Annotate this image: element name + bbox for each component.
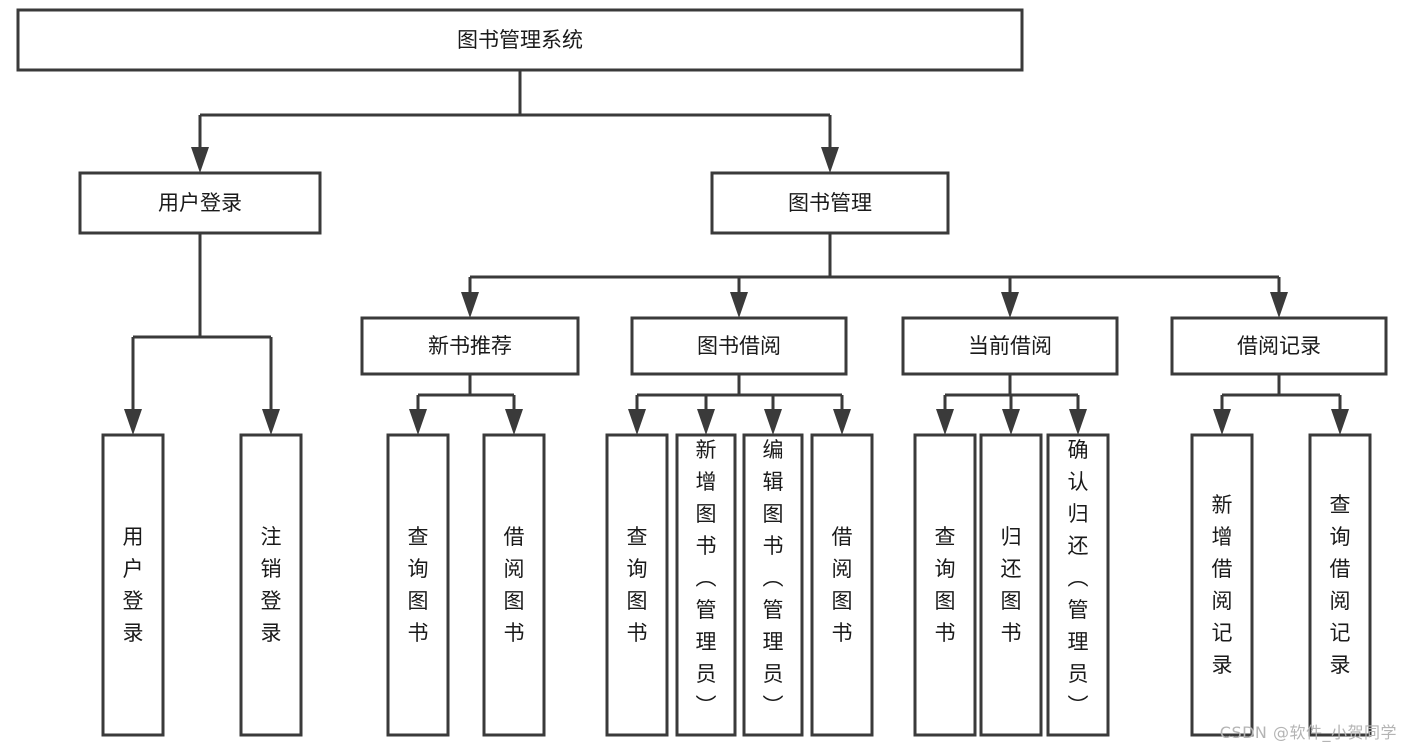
connector-group-borrow-record (1213, 374, 1349, 435)
node-leaf-logout-login[interactable]: 注销登录 (239, 433, 303, 737)
node-label-leaf-query-book-2: 查询图书 (627, 525, 648, 645)
node-borrow-record[interactable]: 借阅记录 (1170, 316, 1388, 376)
node-box-leaf-edit-book-admin[interactable] (742, 433, 804, 737)
edges-layer (124, 70, 1349, 435)
node-leaf-query-book-2[interactable]: 查询图书 (605, 433, 669, 737)
node-label-new-book-recommend: 新书推荐 (428, 334, 512, 358)
connector-group-user-login (124, 233, 280, 435)
node-new-book-recommend[interactable]: 新书推荐 (360, 316, 580, 376)
node-box-leaf-query-book-1[interactable] (386, 433, 450, 737)
node-box-leaf-add-borrow-record[interactable] (1190, 433, 1254, 737)
node-box-book-borrow[interactable] (630, 316, 848, 376)
node-label-leaf-query-borrow-record: 查询借阅记录 (1330, 493, 1351, 677)
node-box-leaf-logout-login[interactable] (239, 433, 303, 737)
node-label-leaf-confirm-return-admin: 确认归还︵管理员︶ (1068, 438, 1089, 718)
node-leaf-borrow-book-1[interactable]: 借阅图书 (482, 433, 546, 737)
node-box-leaf-borrow-book-2[interactable] (810, 433, 874, 737)
connector-group-book-borrow (628, 374, 851, 435)
node-label-leaf-logout-login: 注销登录 (261, 525, 282, 645)
node-box-leaf-query-book-3[interactable] (913, 433, 977, 737)
node-label-book-borrow: 图书借阅 (697, 334, 781, 358)
connector-group-new-book-recommend (409, 374, 523, 435)
node-leaf-confirm-return-admin[interactable]: 确认归还︵管理员︶ (1046, 433, 1110, 737)
node-current-borrow[interactable]: 当前借阅 (901, 316, 1119, 376)
node-box-leaf-return-book[interactable] (979, 433, 1043, 737)
node-leaf-return-book[interactable]: 归还图书 (979, 433, 1043, 737)
node-box-borrow-record[interactable] (1170, 316, 1388, 376)
node-box-book-manage[interactable] (710, 171, 950, 235)
node-box-leaf-confirm-return-admin[interactable] (1046, 433, 1110, 737)
node-leaf-borrow-book-2[interactable]: 借阅图书 (810, 433, 874, 737)
node-book-borrow[interactable]: 图书借阅 (630, 316, 848, 376)
connector-group-current-borrow (936, 374, 1087, 435)
node-label-leaf-borrow-book-1: 借阅图书 (504, 525, 525, 645)
node-box-leaf-borrow-book-1[interactable] (482, 433, 546, 737)
node-label-leaf-borrow-book-2: 借阅图书 (832, 525, 853, 645)
watermark-text: CSDN @软件_小贺同学 (1219, 723, 1397, 742)
node-label-current-borrow: 当前借阅 (968, 334, 1052, 358)
node-box-leaf-user-login[interactable] (101, 433, 165, 737)
node-leaf-query-borrow-record[interactable]: 查询借阅记录 (1308, 433, 1372, 737)
node-leaf-edit-book-admin[interactable]: 编辑图书︵管理员︶ (742, 433, 804, 737)
node-leaf-query-book-3[interactable]: 查询图书 (913, 433, 977, 737)
connector-group-root (191, 70, 839, 173)
node-leaf-add-book-admin[interactable]: 新增图书︵管理员︶ (675, 433, 737, 737)
node-label-leaf-edit-book-admin: 编辑图书︵管理员︶ (763, 438, 784, 718)
node-label-borrow-record: 借阅记录 (1237, 334, 1321, 358)
node-label-leaf-add-book-admin: 新增图书︵管理员︶ (696, 438, 717, 718)
node-leaf-add-borrow-record[interactable]: 新增借阅记录 (1190, 433, 1254, 737)
node-label-leaf-add-borrow-record: 新增借阅记录 (1212, 493, 1233, 677)
node-leaf-user-login[interactable]: 用户登录 (101, 433, 165, 737)
connector-group-book-manage (461, 233, 1288, 318)
node-leaf-query-book-1[interactable]: 查询图书 (386, 433, 450, 737)
node-label-user-login: 用户登录 (158, 191, 242, 215)
node-box-user-login[interactable] (78, 171, 322, 235)
node-label-leaf-return-book: 归还图书 (1001, 525, 1022, 645)
node-label-leaf-user-login: 用户登录 (123, 525, 144, 645)
node-user-login[interactable]: 用户登录 (78, 171, 322, 235)
node-book-manage[interactable]: 图书管理 (710, 171, 950, 235)
node-box-leaf-query-book-2[interactable] (605, 433, 669, 737)
node-box-leaf-query-borrow-record[interactable] (1308, 433, 1372, 737)
node-box-new-book-recommend[interactable] (360, 316, 580, 376)
node-root[interactable]: 图书管理系统 (16, 8, 1024, 72)
node-box-leaf-add-book-admin[interactable] (675, 433, 737, 737)
node-label-leaf-query-book-3: 查询图书 (935, 525, 956, 645)
node-box-root[interactable] (16, 8, 1024, 72)
node-label-root: 图书管理系统 (457, 28, 583, 52)
node-label-leaf-query-book-1: 查询图书 (408, 525, 429, 645)
node-label-book-manage: 图书管理 (788, 191, 872, 215)
node-box-current-borrow[interactable] (901, 316, 1119, 376)
nodes-layer: 图书管理系统用户登录图书管理新书推荐图书借阅当前借阅借阅记录用户登录注销登录查询… (16, 8, 1388, 737)
